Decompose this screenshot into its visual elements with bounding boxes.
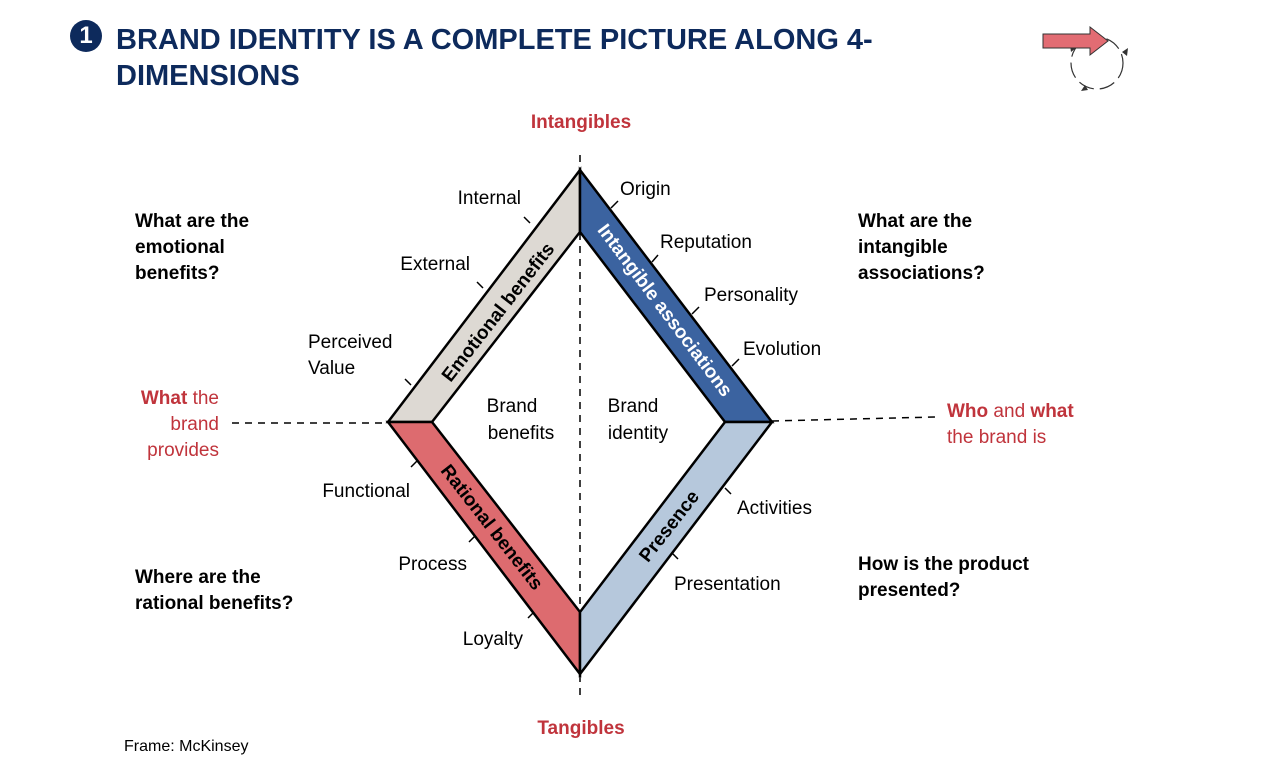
side-right-mid: and <box>988 401 1030 422</box>
presence-band <box>578 420 775 678</box>
question-bottom-right-1: How is the product <box>858 554 1030 575</box>
label-external: External <box>400 254 470 275</box>
question-top-right-3: associations? <box>858 263 985 284</box>
center-left-line2: benefits <box>488 423 555 444</box>
label-loyalty: Loyalty <box>463 629 524 650</box>
label-internal: Internal <box>458 188 521 209</box>
question-bottom-left-2: rational benefits? <box>135 593 293 614</box>
axis-label-top: Intangibles <box>531 112 631 133</box>
tick-marks <box>404 200 740 619</box>
label-origin: Origin <box>620 179 671 200</box>
question-top-left-3: benefits? <box>135 263 219 284</box>
right-connector-line <box>771 416 936 422</box>
label-activities: Activities <box>737 498 812 519</box>
source-note: Frame: McKinsey <box>124 738 249 755</box>
side-right-bold2: what <box>1029 401 1074 422</box>
cycle-arrows-icon <box>1042 25 1128 91</box>
label-perceived-line2: Value <box>308 358 355 379</box>
label-presentation: Presentation <box>674 574 781 595</box>
center-right-line2: identity <box>608 423 669 444</box>
question-top-left-2: emotional <box>135 237 225 258</box>
side-left-line2: brand <box>170 414 219 435</box>
label-perceived-line1: Perceived <box>308 332 393 353</box>
question-top-right-2: intangible <box>858 237 948 258</box>
center-left-line1: Brand <box>487 396 538 417</box>
axis-label-bottom: Tangibles <box>537 718 624 739</box>
section-number-badge: 1 <box>70 20 102 52</box>
side-right-line1: Who and what <box>947 401 1074 422</box>
label-personality: Personality <box>704 285 798 306</box>
side-left-bold: What <box>141 388 188 409</box>
side-left-line3: provides <box>147 440 219 461</box>
side-right-bold1: Who <box>947 401 988 422</box>
label-process: Process <box>398 554 467 575</box>
side-left-rest: the <box>187 388 219 409</box>
question-bottom-left-1: Where are the <box>135 567 261 588</box>
side-right-line2: the brand is <box>947 427 1046 448</box>
center-right-line1: Brand <box>608 396 659 417</box>
label-reputation: Reputation <box>660 232 752 253</box>
page-title: BRAND IDENTITY IS A COMPLETE PICTURE ALO… <box>116 24 873 92</box>
side-left-line1: What the <box>141 388 219 409</box>
question-bottom-right-2: presented? <box>858 580 960 601</box>
question-top-left-1: What are the <box>135 211 249 232</box>
question-top-right-1: What are the <box>858 211 972 232</box>
label-functional: Functional <box>322 481 410 502</box>
label-evolution: Evolution <box>743 339 821 360</box>
